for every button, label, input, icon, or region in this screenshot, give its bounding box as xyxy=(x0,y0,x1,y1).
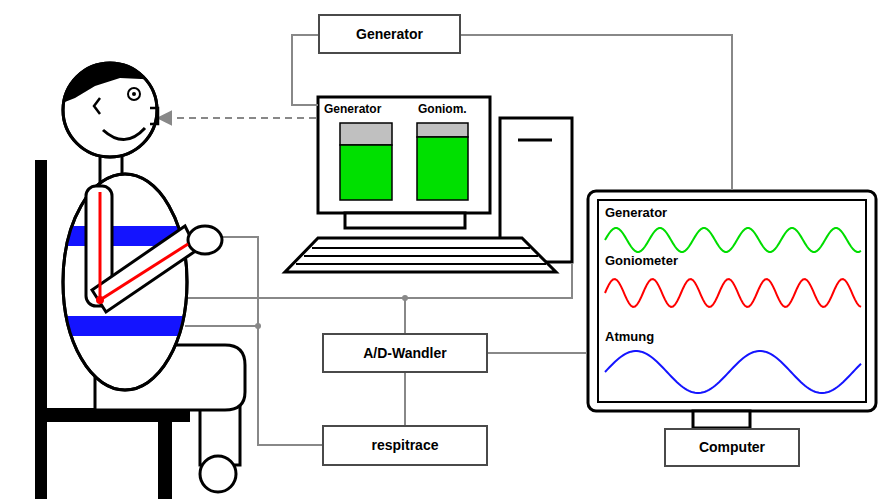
sensor-box: respitrace xyxy=(322,425,488,466)
connector-line xyxy=(405,263,572,333)
connector-line xyxy=(488,352,587,354)
node-label: A/D-Wandler xyxy=(363,345,446,361)
feedback-arrow xyxy=(158,117,316,119)
connector-line xyxy=(461,35,732,190)
computer-box: Computer xyxy=(664,428,800,467)
waveform xyxy=(605,279,861,307)
waveform xyxy=(605,351,861,393)
node-label: Atmung xyxy=(605,330,654,345)
wire-junction xyxy=(255,323,261,329)
node-label: Generator xyxy=(324,103,381,117)
node-label: Generator xyxy=(356,26,423,42)
connector-line xyxy=(292,35,318,105)
computer-node: Generator Goniom. xyxy=(318,96,574,263)
generator-box: Generator xyxy=(318,14,461,54)
node-label: respitrace xyxy=(372,437,439,453)
chair xyxy=(35,160,190,499)
computer-workstation xyxy=(285,97,572,272)
node-label: Generator xyxy=(605,206,667,221)
node-label: Goniometer xyxy=(605,254,678,269)
monitor-node: GeneratorGoniometerAtmung xyxy=(587,190,877,412)
node-label: Computer xyxy=(699,439,765,455)
person xyxy=(60,60,245,492)
waveform xyxy=(605,228,861,252)
signal-monitor xyxy=(588,191,876,428)
converter-box: A/D-Wandler xyxy=(322,333,488,373)
waveforms xyxy=(605,228,861,393)
connector-line xyxy=(404,373,406,425)
node-label: Goniom. xyxy=(418,103,467,117)
